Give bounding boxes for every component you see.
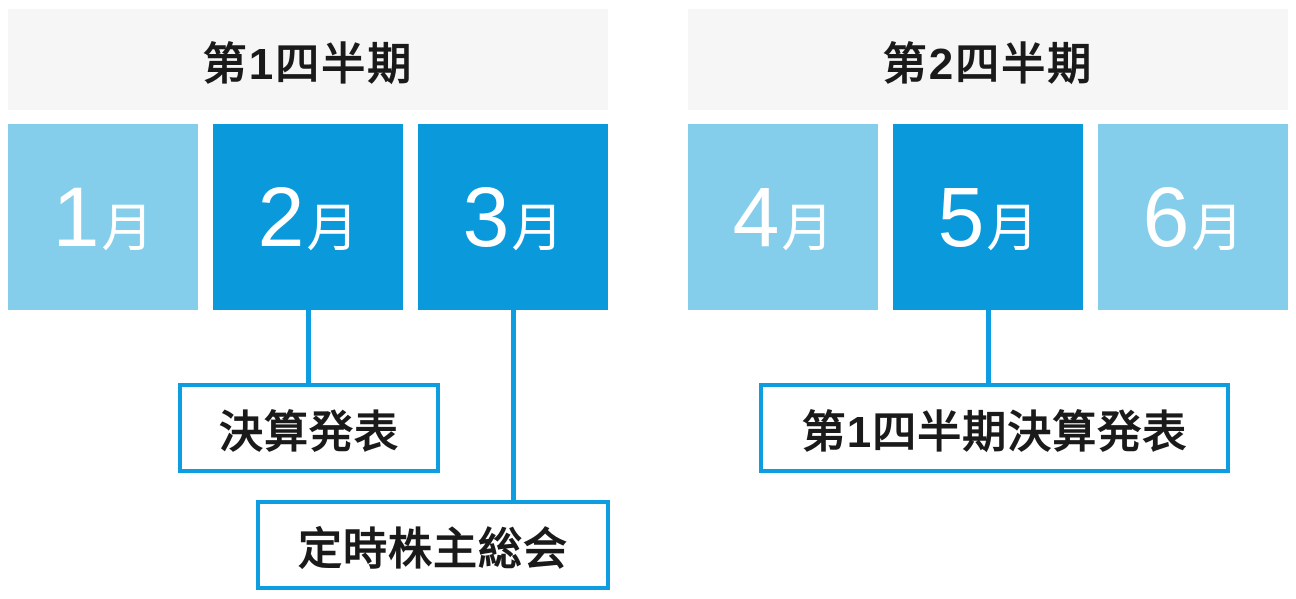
event-box-q1-earnings-announcement: 第1四半期決算発表 [759,383,1230,473]
month-cell-february: 2 月 [213,124,403,310]
month-label-april: 4 月 [732,170,834,264]
month-label-june: 6 月 [1142,170,1244,264]
month-cell-may: 5 月 [893,124,1083,310]
event-label-earnings-announcement: 決算発表 [219,408,399,457]
month-label-january: 1 月 [52,170,154,264]
event-box-earnings-announcement: 決算発表 [178,383,440,473]
month-label-february: 2 月 [257,170,359,264]
month-label-march: 3 月 [462,170,564,264]
month-label-may: 5 月 [937,170,1039,264]
connector-line-march [511,310,516,504]
quarter-1-title: 第1四半期 [202,39,414,89]
month-cell-april: 4 月 [688,124,878,310]
event-label-q1-earnings-announcement: 第1四半期決算発表 [801,408,1188,457]
quarter-2-header: 第2四半期 [688,9,1288,110]
quarter-1-header: 第1四半期 [8,9,608,110]
connector-line-may [986,310,991,385]
connector-line-february [306,310,311,385]
month-cell-march: 3 月 [418,124,608,310]
month-cell-june: 6 月 [1098,124,1288,310]
month-cell-january: 1 月 [8,124,198,310]
quarter-2-title: 第2四半期 [882,39,1094,89]
event-box-annual-shareholders-meeting: 定時株主総会 [256,500,610,590]
event-label-annual-shareholders-meeting: 定時株主総会 [298,525,568,574]
